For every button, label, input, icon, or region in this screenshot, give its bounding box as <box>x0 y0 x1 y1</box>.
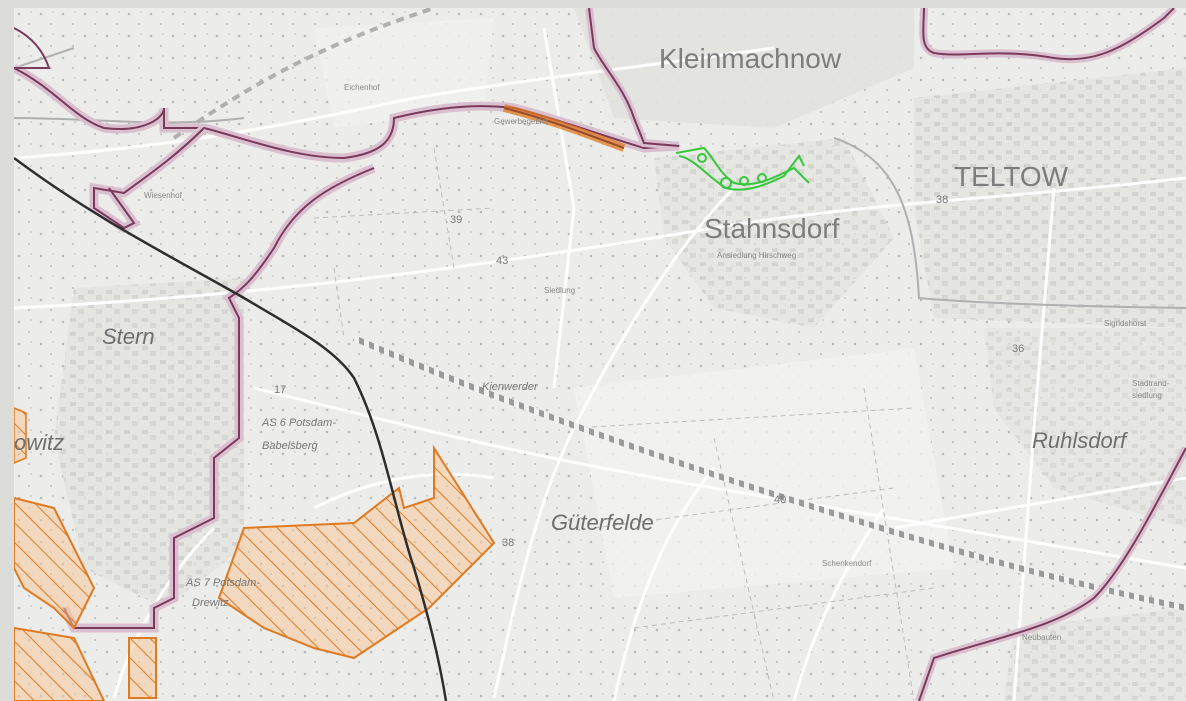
label-as6b: Babelsberg <box>262 440 319 452</box>
road-40: 40 <box>774 494 786 506</box>
road-43: 43 <box>496 255 508 267</box>
topographic-map[interactable]: Kleinmachnow TELTOW Stahnsdorf Stern Ruh… <box>14 8 1186 701</box>
label-owitz: owitz <box>14 430 64 455</box>
road-39: 39 <box>450 214 462 226</box>
label-gewerbe: Gewerbegebiet <box>494 117 549 126</box>
label-eichenhof: Eichenhof <box>344 83 380 92</box>
label-gueterfelde: Güterfelde <box>551 510 654 535</box>
town-labels: Kleinmachnow TELTOW Stahnsdorf Stern Ruh… <box>14 43 1129 535</box>
field-paths <box>313 147 935 701</box>
label-neubauten: Neubauten <box>1022 633 1061 642</box>
road-number-labels: 38 38 40 43 36 39 17 <box>274 194 1024 549</box>
label-as7b: Drewitz <box>192 597 229 609</box>
road-38-a: 38 <box>936 194 948 206</box>
label-stahnsdorf-sub: Ansiedlung Hirschweg <box>717 251 796 260</box>
road-36: 36 <box>1012 343 1024 355</box>
road-17: 17 <box>274 384 286 396</box>
label-sigridshorst: Sigridshorst <box>1104 319 1147 328</box>
label-stadtrand: Stadtrand- <box>1132 379 1170 388</box>
minor-roads <box>14 27 1186 701</box>
label-schenkendorf: Schenkendorf <box>822 559 872 568</box>
label-wiesenhof: Wiesenhof <box>144 191 183 200</box>
urban-areas <box>54 8 1186 701</box>
label-kleinmachnow: Kleinmachnow <box>659 43 842 74</box>
minor-labels: Kienwerder AS 6 Potsdam- Babelsberg AS 7… <box>144 83 1170 642</box>
label-stern: Stern <box>102 324 155 349</box>
label-siedlung: siedlung <box>1132 391 1162 400</box>
label-kienwerder: Kienwerder <box>482 381 539 393</box>
label-teltow: TELTOW <box>954 161 1069 192</box>
label-ruhlsdorf: Ruhlsdorf <box>1032 428 1129 453</box>
label-stahnsdorf: Stahnsdorf <box>704 213 840 244</box>
label-as7: AS 7 Potsdam- <box>185 577 260 589</box>
green-feature <box>675 146 810 191</box>
label-as6: AS 6 Potsdam- <box>261 417 336 429</box>
label-siedlung2: Siedlung <box>544 286 575 295</box>
railway-line-north <box>172 8 435 140</box>
road-38-b: 38 <box>502 537 514 549</box>
motorway-line <box>14 156 448 701</box>
railway-line <box>352 335 1186 611</box>
